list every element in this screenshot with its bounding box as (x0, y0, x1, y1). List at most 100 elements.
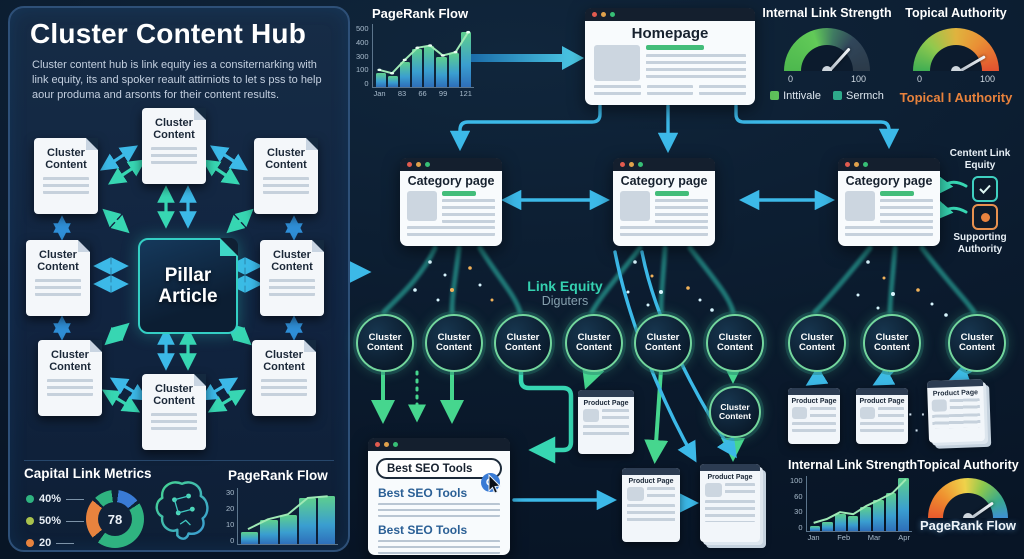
legend-dash (66, 498, 85, 500)
text-lines (627, 504, 675, 524)
cluster-hub-panel: Cluster Content Hub Cluster content hub … (8, 6, 350, 552)
text-lines (932, 413, 981, 429)
cluster-content-node: Cluster Content (706, 314, 764, 372)
text-lines (646, 54, 746, 78)
homepage-category-links (449, 104, 900, 211)
chart-plot (805, 476, 912, 532)
text-lines (261, 378, 307, 396)
window-dot (601, 12, 606, 17)
content-link-equity-icon (972, 176, 998, 202)
search-result-title[interactable]: Best SEO Tools (378, 523, 468, 537)
image-placeholder (583, 409, 599, 422)
text-lines (594, 85, 641, 95)
text-lines (878, 407, 904, 419)
donut-center-value: 78 (98, 502, 132, 536)
text-lines (705, 500, 755, 522)
text-lines (442, 199, 495, 223)
cluster-content-node: Cluster Content (494, 314, 552, 372)
cluster-to-search-elbow (518, 367, 574, 464)
legend-arrows (935, 175, 968, 221)
cluster-doc-label: Cluster Content (45, 147, 87, 172)
product-page-label: Product Page (628, 478, 674, 485)
accent-bar (655, 191, 689, 196)
metrics-legend: 40% 50% 20 (26, 488, 85, 554)
gauge-max: 100 (979, 74, 995, 84)
product-page-card: Product Page (622, 468, 680, 542)
legend-swatch (833, 91, 842, 100)
product-page-card: Product Page (788, 388, 840, 444)
legend-item: 20 (26, 532, 84, 554)
cluster-doc-label: Cluster Content (265, 147, 307, 172)
search-input[interactable] (376, 458, 502, 479)
homepage-window: Homepage (585, 8, 755, 105)
legend-dash (66, 520, 85, 522)
legend-label: 20 (39, 537, 52, 549)
category-page-window: Category page (838, 158, 940, 246)
product-page-label: Product Page (791, 398, 837, 405)
legend-item: 40% (26, 488, 85, 510)
ellipsis: · · · (908, 406, 928, 438)
pagerank-flow-mini-title: PageRank Flow (228, 468, 328, 483)
gauge-min: 0 (917, 74, 923, 84)
cluster-doc: Cluster Content (142, 374, 206, 450)
text-lines (602, 409, 629, 422)
cluster-node-label: Cluster Content (367, 331, 403, 353)
text-lines (845, 226, 933, 236)
image-placeholder (620, 191, 650, 221)
legend-dot (26, 539, 34, 547)
accent-bar (880, 191, 914, 196)
text-lines (647, 487, 675, 501)
pagerank-flow-caption: PageRank Flow (919, 518, 1017, 533)
link-equity-caption: Link Equity Diguters (512, 278, 618, 308)
window-controls (838, 158, 940, 171)
legend-dot (26, 517, 34, 525)
pagerank-flow-title: PageRank Flow (372, 6, 469, 21)
search-result[interactable]: Best SEO Tools (368, 479, 510, 517)
category-page-window: Category page (613, 158, 715, 246)
cluster-doc: Cluster Content (252, 340, 316, 416)
internal-link-strength-chart-title: Internal Link Strength (788, 458, 918, 472)
text-lines (43, 176, 89, 194)
image-placeholder (594, 45, 640, 81)
cluster-node-label: Cluster Content (717, 331, 753, 353)
product-page-card: Product Page (856, 388, 908, 444)
window-dot (638, 162, 643, 167)
text-lines (655, 199, 708, 223)
search-result-title[interactable]: Best SEO Tools (378, 486, 468, 500)
cluster-doc: Cluster Content (254, 138, 318, 214)
cluster-doc: Cluster Content (260, 240, 324, 316)
cluster-node-label: Cluster Content (576, 331, 612, 353)
cluster-content-node: Cluster Content (709, 386, 761, 438)
legend-label: 40% (39, 493, 62, 505)
window-dot (407, 162, 412, 167)
text-lines (269, 278, 315, 296)
legend-dot (26, 495, 34, 503)
text-lines (35, 278, 81, 296)
legend-dash (56, 542, 75, 544)
card-header (578, 390, 634, 397)
cluster-node-label: Cluster Content (505, 331, 541, 353)
product-page-card-stack: Product Page (700, 464, 760, 542)
side-legend: Centent Link Equity Supporting Authority (938, 148, 1022, 255)
product-page-label: Product Page (859, 398, 905, 405)
text-lines (263, 176, 309, 194)
category-page-window: Category page (400, 158, 502, 246)
cluster-content-node: Cluster Content (948, 314, 1006, 372)
cluster-content-node: Cluster Content (356, 314, 414, 372)
window-dot (610, 12, 615, 17)
text-lines (407, 226, 495, 236)
topical-authority-caption: Topical I Authority (899, 90, 1013, 105)
cluster-doc-label: Cluster Content (263, 349, 305, 374)
topical-authority-gauge-bottom: Topical Authority PageRank Flow (916, 458, 1020, 533)
window-dot (425, 162, 430, 167)
search-result[interactable]: Best SEO Tools (368, 517, 510, 554)
legend-swatch (770, 91, 780, 100)
window-controls (400, 158, 502, 171)
window-dot (375, 442, 380, 447)
window-dot (416, 162, 421, 167)
